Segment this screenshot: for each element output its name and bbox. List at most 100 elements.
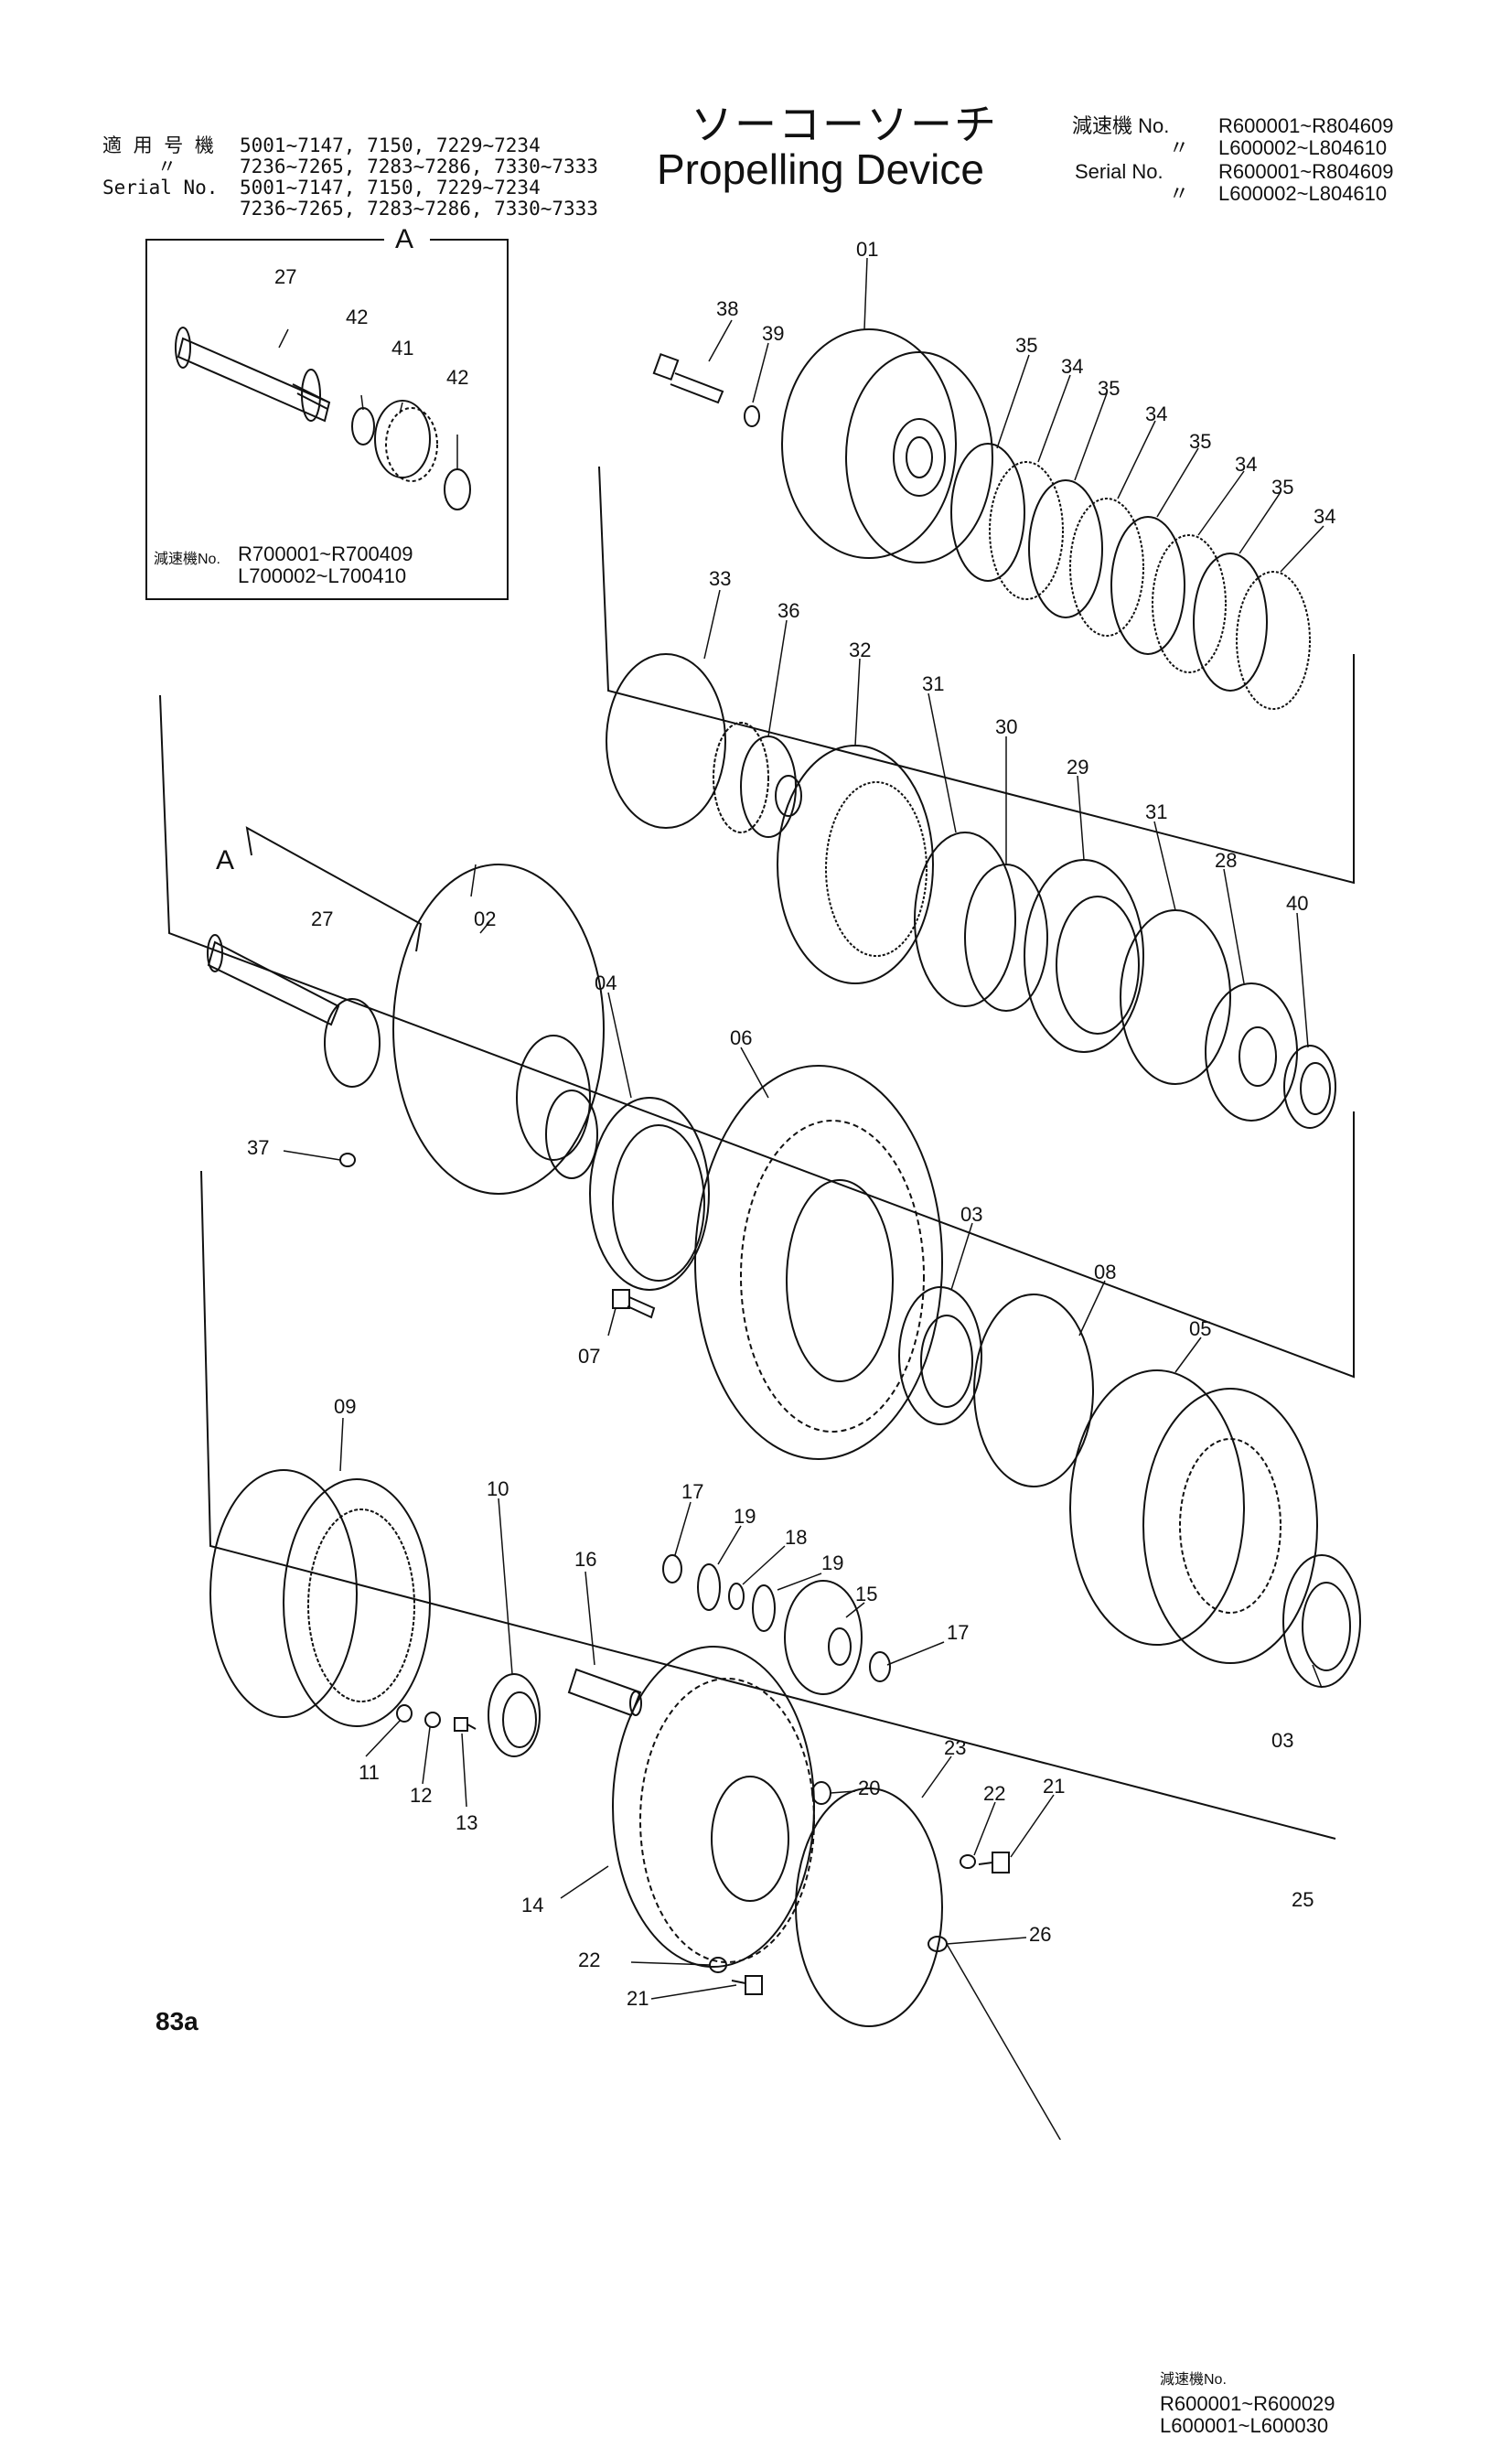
label-17a: 17 — [681, 1480, 703, 1503]
label-02: 02 — [474, 907, 496, 930]
label-12: 12 — [410, 1784, 432, 1807]
label-28: 28 — [1215, 849, 1237, 872]
label-34d: 34 — [1314, 505, 1335, 528]
label-15: 15 — [855, 1583, 877, 1605]
label-10: 10 — [487, 1477, 509, 1500]
label-03b: 03 — [1271, 1729, 1293, 1752]
label-03a: 03 — [960, 1203, 982, 1226]
label-29: 29 — [1067, 756, 1088, 778]
inset-a-label: A — [395, 224, 413, 254]
label-21b: 21 — [627, 1987, 649, 2010]
friction-plates — [950, 443, 1311, 710]
ring-gear-09 — [209, 1469, 431, 1727]
shaft-27-inset — [175, 327, 331, 423]
inset-a-box: A — [145, 224, 509, 600]
label-21a: 21 — [1043, 1775, 1065, 1798]
title-english: Propelling Device — [657, 145, 984, 193]
applicable-label: 適 用 号 機 — [102, 134, 214, 156]
bearing-19-b — [752, 1584, 776, 1632]
label-18: 18 — [785, 1526, 807, 1549]
part-labels: 01 38 39 35 34 35 34 35 34 35 34 33 36 3… — [247, 238, 1335, 2010]
thrust-ring-10 — [488, 1673, 541, 1757]
serial-range-r-1: R600001~R804609 — [1218, 160, 1394, 183]
label-08: 08 — [1094, 1261, 1116, 1283]
label-19a: 19 — [734, 1505, 756, 1528]
shaft-27 — [207, 934, 381, 1088]
serial-label-right: Serial No. — [1075, 160, 1163, 183]
washer-39 — [744, 405, 760, 427]
washer-17-b — [869, 1651, 891, 1682]
inset-b-range-1: R600001~R600029 — [1160, 2392, 1335, 2415]
label-37: 37 — [247, 1136, 269, 1159]
carrier-14 — [612, 1646, 815, 1968]
label-31a: 31 — [922, 672, 944, 695]
bolt-21-a — [978, 1852, 1010, 1873]
lock-plate-12 — [424, 1712, 441, 1728]
pin-16 — [567, 1668, 642, 1717]
serial-range-2: 7236~7265, 7283~7286, 7330~7333 — [240, 198, 598, 220]
label-35a: 35 — [1015, 334, 1037, 357]
label-16: 16 — [574, 1548, 596, 1571]
cover-23 — [795, 1787, 943, 2027]
washer-28 — [1205, 982, 1298, 1122]
label-20: 20 — [858, 1777, 880, 1799]
label-22a: 22 — [983, 1782, 1005, 1805]
label-11: 11 — [359, 1761, 380, 1784]
label-31b: 31 — [1145, 800, 1167, 823]
label-38: 38 — [716, 297, 738, 320]
label-35c: 35 — [1189, 430, 1211, 453]
label-34c: 34 — [1235, 453, 1257, 476]
label-04: 04 — [595, 972, 617, 994]
washer-22-a — [960, 1854, 976, 1869]
inset-b-range-2: L600001~L600030 — [1160, 2414, 1329, 2437]
label-19b: 19 — [821, 1551, 843, 1574]
label-inset-27: 27 — [274, 265, 296, 288]
label-06: 06 — [730, 1026, 752, 1049]
label-13: 13 — [456, 1811, 477, 1834]
bearing-03-b — [1282, 1554, 1361, 1688]
ring-20 — [811, 1781, 831, 1805]
bolt-21-b — [731, 1975, 763, 1995]
floating-seal-04 — [589, 1097, 710, 1291]
view-a-bracket — [245, 826, 423, 952]
o-ring-33 — [606, 653, 726, 829]
page-number: 83a — [155, 2007, 198, 2035]
label-36: 36 — [777, 599, 799, 622]
snap-ring-42-a — [351, 407, 375, 446]
inset-a-reducer-label: 減速機No. — [154, 552, 220, 567]
label-inset-42b: 42 — [446, 366, 468, 389]
bolt-38 — [652, 352, 724, 404]
label-01: 01 — [856, 238, 878, 261]
label-34a: 34 — [1061, 355, 1083, 378]
label-33: 33 — [709, 567, 731, 590]
upper-frame — [598, 466, 1355, 885]
bearing-03-a — [898, 1286, 982, 1425]
spindle-02 — [392, 864, 605, 1195]
reducer-range-1: R600001~R804609 — [1218, 114, 1394, 137]
exploded-parts-drawing: A — [145, 224, 1361, 2140]
label-inset-42a: 42 — [346, 306, 368, 328]
ring-gear-32 — [777, 745, 934, 984]
label-22b: 22 — [578, 1949, 600, 1971]
title-japanese: ソーコーソーチ — [691, 100, 998, 149]
gear-36 — [713, 722, 802, 838]
washer-22-b — [709, 1957, 727, 1973]
ring-30 — [964, 864, 1048, 1012]
serial-label-left: Serial No. — [102, 177, 219, 199]
label-32: 32 — [849, 639, 871, 661]
ditto-mark: 〃 — [157, 156, 177, 177]
applicable-range-1: 5001~7147, 7150, 7229~7234 — [240, 134, 541, 156]
lock-plate-11 — [396, 1704, 413, 1723]
label-14: 14 — [521, 1894, 543, 1916]
label-07: 07 — [578, 1345, 600, 1368]
label-09: 09 — [334, 1395, 356, 1418]
planet-gear-15 — [784, 1580, 863, 1695]
label-25: 25 — [1292, 1888, 1314, 1911]
ditto-mark-r2: 〃 — [1169, 182, 1190, 205]
sprocket-06 — [694, 1065, 943, 1460]
bolt-13 — [454, 1717, 477, 1732]
lower-frame — [200, 1170, 1336, 1840]
serial-range-r-2: L600002~L804610 — [1218, 182, 1388, 205]
bearing-19-a — [697, 1563, 721, 1611]
housing-01 — [781, 328, 993, 564]
